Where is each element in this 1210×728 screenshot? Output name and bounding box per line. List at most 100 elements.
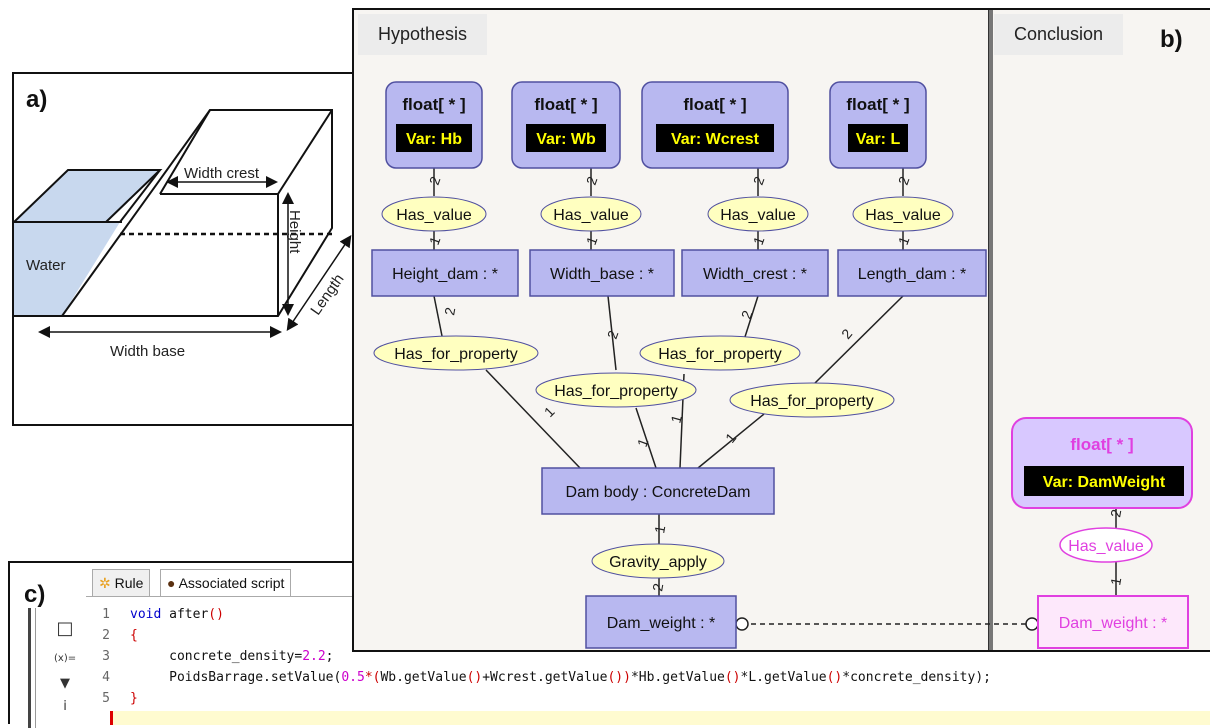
conclusion-label: Conclusion	[994, 14, 1124, 55]
code-token: }	[130, 691, 138, 706]
filter-icon[interactable]: ▼	[60, 676, 70, 691]
float-node-wb[interactable]: float[ * ] Var: Wb	[511, 81, 621, 169]
svg-text:float[ * ]: float[ * ]	[402, 95, 465, 114]
code-token: ()	[724, 670, 741, 685]
svg-text:2: 2	[441, 306, 458, 317]
has-for-property-relation-1[interactable]: Has_for_property	[373, 335, 539, 371]
code-token: Wb.getValue	[380, 670, 467, 685]
has-value-relation-1[interactable]: Has_value	[381, 196, 487, 232]
svg-text:Dam body : ConcreteDam: Dam body : ConcreteDam	[566, 484, 751, 501]
panel-a-letter: a)	[26, 86, 48, 113]
svg-text:Var: DamWeight: Var: DamWeight	[1043, 474, 1166, 491]
conclusion-dam-weight[interactable]: Dam_weight : *	[1037, 595, 1189, 649]
svg-text:float[ * ]: float[ * ]	[846, 95, 909, 114]
line-number: 1	[102, 607, 110, 622]
panel-a-dam-sketch: a) Width crest Height Water Length Width…	[12, 72, 373, 426]
svg-text:Has_for_property: Has_for_property	[750, 393, 874, 410]
svg-text:Width_crest : *: Width_crest : *	[703, 266, 807, 283]
panel-icon[interactable]: □	[56, 618, 74, 639]
code-token: *(	[364, 670, 381, 685]
line-number: 3	[102, 649, 110, 664]
code-token: *L.getValue	[740, 670, 827, 685]
svg-text:Gravity_apply: Gravity_apply	[609, 554, 707, 571]
code-text: concrete_density=2.2;	[130, 647, 334, 667]
svg-text:float[ * ]: float[ * ]	[534, 95, 597, 114]
concept-width-base[interactable]: Width_base : *	[529, 249, 675, 297]
svg-text:Has_value: Has_value	[396, 207, 472, 224]
concept-dam-body[interactable]: Dam body : ConcreteDam	[541, 467, 775, 515]
code-token: ()	[826, 670, 843, 685]
dam-slope-line	[61, 109, 211, 317]
svg-text:Has_value: Has_value	[865, 207, 941, 224]
has-for-property-relation-3[interactable]: Has_for_property	[639, 335, 801, 371]
svg-text:2: 2	[604, 328, 622, 341]
svg-text:Var: Wb: Var: Wb	[536, 131, 596, 148]
variable-icon[interactable]: (x)=	[54, 653, 77, 664]
float-node-wcrest[interactable]: float[ * ] Var: Wcrest	[641, 81, 789, 169]
code-token: +Wcrest.getValue	[482, 670, 608, 685]
code-token: 2.2	[302, 649, 326, 664]
float-node-hb[interactable]: float[ * ] Var: Hb	[385, 81, 483, 169]
concept-dam-weight[interactable]: Dam_weight : *	[585, 595, 737, 649]
has-value-relation-4[interactable]: Has_value	[852, 196, 954, 232]
width-base-label: Width base	[110, 343, 185, 360]
has-value-relation-3[interactable]: Has_value	[707, 196, 809, 232]
svg-text:Var: Wcrest: Var: Wcrest	[671, 131, 760, 148]
concept-length-dam[interactable]: Length_dam : *	[837, 249, 987, 297]
svg-text:2: 2	[649, 582, 666, 593]
svg-text:1: 1	[1107, 576, 1124, 587]
svg-text:Has_for_property: Has_for_property	[658, 346, 782, 363]
svg-text:2: 2	[838, 326, 855, 342]
code-text: void after()	[130, 605, 224, 625]
link-endpoint-left	[735, 617, 749, 631]
has-for-property-relation-2[interactable]: Has_for_property	[535, 372, 697, 408]
water-front	[14, 222, 120, 316]
panel-c-letter: c)	[24, 581, 46, 608]
svg-text:1: 1	[722, 430, 739, 446]
person-icon[interactable]: i	[63, 699, 67, 714]
tab-rule-label: Rule	[114, 575, 144, 591]
tab-associated-script[interactable]: ● Associated script	[160, 569, 292, 596]
svg-text:Var: Hb: Var: Hb	[406, 131, 462, 148]
panel-b-conceptual-graph: Hypothesis Conclusion b) 2 1 2 1 2 1	[352, 8, 1210, 652]
coffee-bean-icon: ●	[167, 575, 176, 591]
svg-text:2: 2	[1107, 508, 1124, 519]
height-label: Height	[286, 210, 303, 254]
svg-text:Dam_weight : *: Dam_weight : *	[1059, 615, 1168, 632]
code-token: void	[130, 607, 170, 622]
svg-text:Has_value: Has_value	[720, 207, 796, 224]
conceptual-graph-svg: 2 1 2 1 2 1 2 1 2 1 2 1 2 1 2 1 1 2 2 1 …	[371, 81, 1193, 649]
code-token: ()	[208, 607, 224, 622]
svg-text:Height_dam : *: Height_dam : *	[392, 266, 498, 283]
code-token: ()	[466, 670, 483, 685]
code-token: 0.5	[341, 670, 365, 685]
code-token: {	[130, 628, 138, 643]
svg-text:Has_value: Has_value	[553, 207, 629, 224]
hypothesis-conclusion-divider	[988, 10, 993, 650]
svg-text:Length_dam : *: Length_dam : *	[858, 266, 967, 283]
tab-rule[interactable]: ✲ Rule	[92, 569, 151, 597]
water-label: Water	[26, 257, 65, 274]
code-token: *concrete_density);	[842, 670, 991, 685]
code-token: ;	[325, 649, 334, 664]
tab-associated-script-label: Associated script	[178, 575, 285, 591]
code-token: *Hb.getValue	[630, 670, 725, 685]
conclusion-float-node[interactable]: float[ * ] Var: DamWeight	[1011, 417, 1193, 509]
line-number: 4	[102, 670, 110, 685]
svg-text:1: 1	[651, 524, 668, 535]
code-token: concrete_density=	[130, 649, 303, 664]
water-surface	[14, 169, 163, 223]
gravity-apply-relation[interactable]: Gravity_apply	[591, 543, 725, 579]
has-value-relation-2[interactable]: Has_value	[540, 196, 642, 232]
code-token: ())	[607, 670, 631, 685]
conclusion-has-value-relation[interactable]: Has_value	[1059, 527, 1153, 563]
float-node-l[interactable]: float[ * ] Var: L	[829, 81, 927, 169]
svg-text:float[ * ]: float[ * ]	[683, 95, 746, 114]
panel-b-letter: b)	[1160, 26, 1183, 53]
svg-text:1: 1	[634, 436, 652, 449]
concept-height-dam[interactable]: Height_dam : *	[371, 249, 519, 297]
has-for-property-relation-4[interactable]: Has_for_property	[729, 382, 895, 418]
concept-width-crest[interactable]: Width_crest : *	[681, 249, 829, 297]
code-text: }	[130, 689, 138, 709]
svg-text:Has_for_property: Has_for_property	[394, 346, 518, 363]
